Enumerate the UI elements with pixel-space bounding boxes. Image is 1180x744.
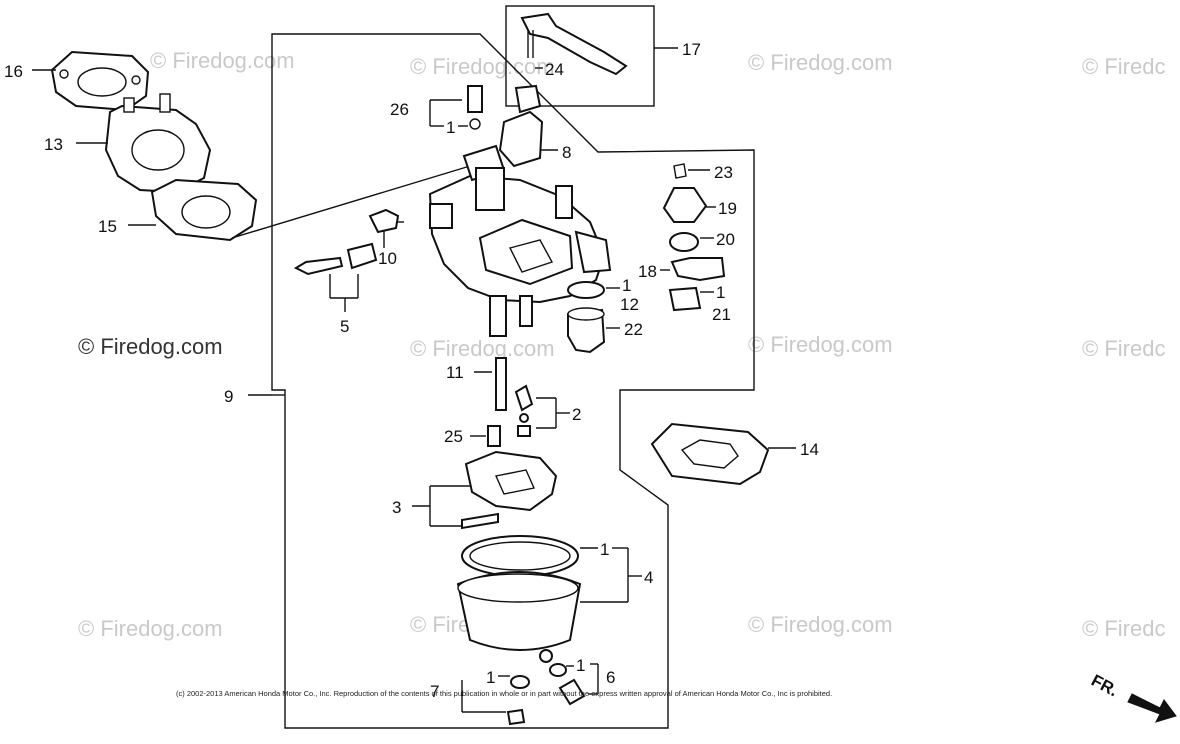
pilot-screw-part <box>293 256 344 276</box>
watermark: © Firedog.com <box>78 334 223 359</box>
callout-4: 4 <box>644 568 653 587</box>
callout-9: 9 <box>224 387 233 406</box>
drain-screw-6-part <box>558 678 586 706</box>
gasket-15-hole <box>181 195 231 229</box>
seal-20-part <box>669 232 699 252</box>
watermark: © Firedc <box>1082 54 1165 79</box>
bracket-8-top <box>514 84 542 114</box>
drain-boss-part <box>539 649 553 663</box>
watermark: © Firedog.com <box>748 332 893 357</box>
gasket-16-hole <box>77 67 127 97</box>
callout-1: 1 <box>486 668 495 687</box>
oring-12-part <box>567 281 605 299</box>
callout-6: 6 <box>606 668 615 687</box>
watermark: © Firedog.com <box>78 616 223 641</box>
watermark: © Firedog.com <box>150 48 295 73</box>
watermark-layer: © Firedog.com © Firedog.com © Firedog.co… <box>78 48 1165 641</box>
washer-1-part <box>469 118 481 130</box>
gasket-16-bolt-hole <box>59 69 69 79</box>
front-direction-indicator: FR. <box>1088 671 1177 723</box>
washer-1-part <box>510 675 530 689</box>
callout-16: 16 <box>4 62 23 81</box>
callout-22: 22 <box>624 320 643 339</box>
needle-11-part <box>495 357 507 411</box>
washer-1-part <box>549 663 567 677</box>
pilot-spring-part <box>346 242 378 270</box>
callout-18: 18 <box>638 262 657 281</box>
callout-1: 1 <box>446 118 455 137</box>
callout-1: 1 <box>622 276 631 295</box>
assembly-boundary <box>271 33 755 729</box>
cup-22-part <box>567 308 606 354</box>
screw-23-part <box>673 163 687 179</box>
jet-25-part <box>487 425 501 447</box>
bracket-8-part <box>498 110 544 168</box>
callout-26: 26 <box>390 100 409 119</box>
callout-1: 1 <box>716 283 725 302</box>
cover-19-part <box>662 187 708 223</box>
insulator-13-tab <box>123 97 135 113</box>
callout-24: 24 <box>545 60 564 79</box>
alignment-line <box>231 165 471 239</box>
callout-11: 11 <box>446 363 464 382</box>
callout-14: 14 <box>800 440 819 459</box>
callout-19: 19 <box>718 199 737 218</box>
float-3-cutout <box>495 469 535 495</box>
callout-15: 15 <box>98 217 117 236</box>
callout-3: 3 <box>392 498 401 517</box>
gasket-14-hole <box>680 439 739 469</box>
filter-21-part <box>668 286 702 312</box>
bolt-7-part <box>506 708 526 726</box>
callout-5: 5 <box>340 317 349 336</box>
screw-26-part <box>467 85 483 113</box>
gasket-1-inner <box>469 541 571 571</box>
insulator-13-bore <box>131 129 185 171</box>
choke-lever-part <box>520 12 628 76</box>
float-chamber-4-rim <box>457 573 579 603</box>
float-pin-3-part <box>461 512 499 530</box>
watermark: © Firedog.com <box>410 336 555 361</box>
lever-18-part <box>670 257 726 282</box>
carburetor-body <box>428 144 612 337</box>
seat-2-part <box>517 425 531 437</box>
callout-10: 10 <box>378 249 397 268</box>
watermark: © Firedc <box>1082 616 1165 641</box>
insulator-13-tab <box>159 93 171 113</box>
watermark: © Firedog.com <box>748 612 893 637</box>
choke-lever-box <box>505 5 655 107</box>
cup-22-top <box>567 307 605 321</box>
callout-1: 1 <box>576 656 585 675</box>
callout-8: 8 <box>562 143 571 162</box>
watermark: © Firedc <box>1082 336 1165 361</box>
callout-1: 1 <box>600 540 609 559</box>
callout-20: 20 <box>716 230 735 249</box>
watermark: © Firedog.com <box>410 54 555 79</box>
screw-10-part <box>368 208 400 234</box>
callout-12: 12 <box>620 295 639 314</box>
ball-2-part <box>519 413 529 423</box>
callout-7: 7 <box>430 682 439 701</box>
front-label: FR. <box>1088 671 1121 701</box>
callout-17: 17 <box>682 40 701 59</box>
arrow-right-icon <box>1127 693 1177 723</box>
callout-13: 13 <box>44 135 63 154</box>
copyright-notice: (c) 2002-2013 American Honda Motor Co., … <box>176 689 832 698</box>
callout-25: 25 <box>444 427 463 446</box>
callout-2: 2 <box>572 405 581 424</box>
callout-23: 23 <box>714 163 733 182</box>
spring-2-part <box>514 384 534 412</box>
callout-21: 21 <box>712 305 731 324</box>
gasket-16-bolt-hole <box>131 75 141 85</box>
watermark: © Firedog.com <box>748 50 893 75</box>
